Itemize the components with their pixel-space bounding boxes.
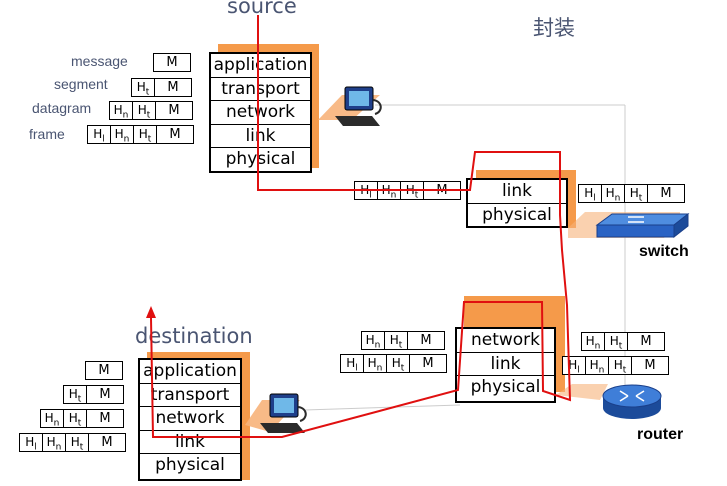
label-message: message: [71, 53, 128, 69]
packet-frame-to-switch: Hl Hn Ht M: [354, 181, 461, 200]
layer-physical: physical: [482, 204, 552, 225]
layer-physical: physical: [470, 377, 541, 397]
layer-network: network: [211, 101, 310, 125]
header-transport: Ht: [134, 126, 157, 144]
layer-network: network: [140, 407, 240, 431]
packet-dest-datagram: Hn Ht M: [40, 409, 124, 428]
header-network: Hn: [110, 102, 133, 120]
packet-frame-router-left: Hl Hn Ht M: [340, 354, 447, 373]
layer-physical: physical: [155, 455, 225, 475]
encapsulation-title: 封装: [533, 16, 575, 40]
packet-segment: Ht M: [131, 78, 192, 97]
router-stack: network link physical: [455, 327, 556, 403]
packet-dest-message: M: [85, 361, 123, 380]
layer-transport: transport: [211, 78, 310, 101]
layer-transport: transport: [140, 384, 240, 407]
packet-dest-frame: Hl Hn Ht M: [19, 433, 126, 452]
packet-message: M: [153, 53, 191, 72]
packet-frame-at-switch: Hl Hn Ht M: [578, 184, 685, 203]
label-segment: segment: [54, 76, 108, 92]
destination-title: destination: [135, 324, 253, 348]
layer-physical: physical: [225, 149, 296, 169]
layer-network: network: [457, 329, 554, 353]
source-stack: application transport network link physi…: [209, 52, 312, 173]
packet-datagram-router-left: Hn Ht M: [361, 331, 445, 350]
packet-frame: Hl Hn Ht M: [87, 125, 194, 144]
layer-link: link: [457, 353, 554, 376]
layer-application: application: [140, 360, 240, 384]
label-frame: frame: [29, 126, 65, 142]
header-link: Hl: [88, 126, 111, 144]
label-datagram: datagram: [32, 100, 92, 116]
switch-label: switch: [639, 243, 689, 260]
layer-application: application: [211, 54, 310, 78]
header-transport: Ht: [132, 79, 155, 97]
packet-datagram: Hn Ht M: [109, 101, 193, 120]
switch-stack: link physical: [466, 178, 568, 228]
packet-datagram-router-right: Hn Ht M: [581, 332, 665, 351]
layer-link: link: [468, 180, 566, 204]
destination-stack: application transport network link physi…: [138, 358, 242, 481]
layer-link: link: [140, 431, 240, 454]
header-transport: Ht: [133, 102, 156, 120]
packet-dest-segment: Ht M: [63, 385, 124, 404]
source-title: source: [227, 0, 297, 18]
packet-frame-router-right: Hl Hn Ht M: [562, 356, 669, 375]
layer-link: link: [211, 125, 310, 148]
router-label: router: [637, 426, 684, 443]
header-network: Hn: [111, 126, 134, 144]
